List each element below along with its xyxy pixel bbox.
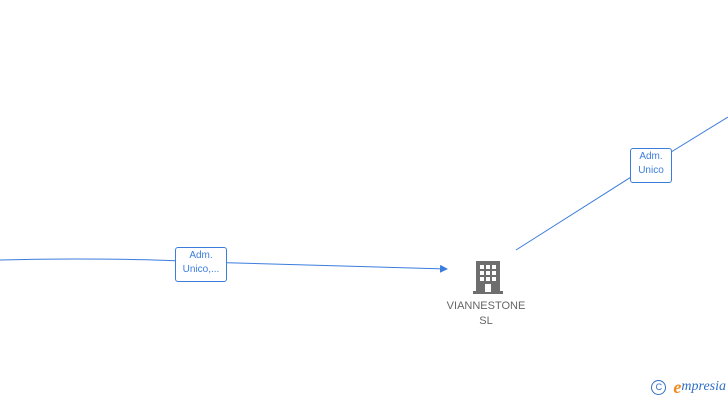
edge-label-line: Unico <box>638 165 664 176</box>
edge-label-adm-unico-left[interactable]: Adm. Unico,... <box>175 247 227 282</box>
edge-label-line: Unico,... <box>182 264 220 275</box>
company-name-line: SL <box>479 315 493 327</box>
copyright-icon: C <box>651 379 667 395</box>
edge-label-line: Adm. <box>189 250 213 261</box>
edge-right-connection[interactable] <box>515 116 728 251</box>
edge-label-line: Adm. <box>639 151 663 162</box>
company-node-label[interactable]: VIANNESTONE SL <box>430 299 542 329</box>
company-name-line: VIANNESTONE <box>446 300 526 312</box>
empresia-watermark: C e mpresia <box>651 377 726 397</box>
brand-logo-text: mpresia <box>681 379 726 394</box>
brand-logo-initial: e <box>673 376 682 397</box>
edge-label-adm-unico-right[interactable]: Adm. Unico <box>630 148 672 183</box>
building-icon[interactable] <box>472 259 504 295</box>
